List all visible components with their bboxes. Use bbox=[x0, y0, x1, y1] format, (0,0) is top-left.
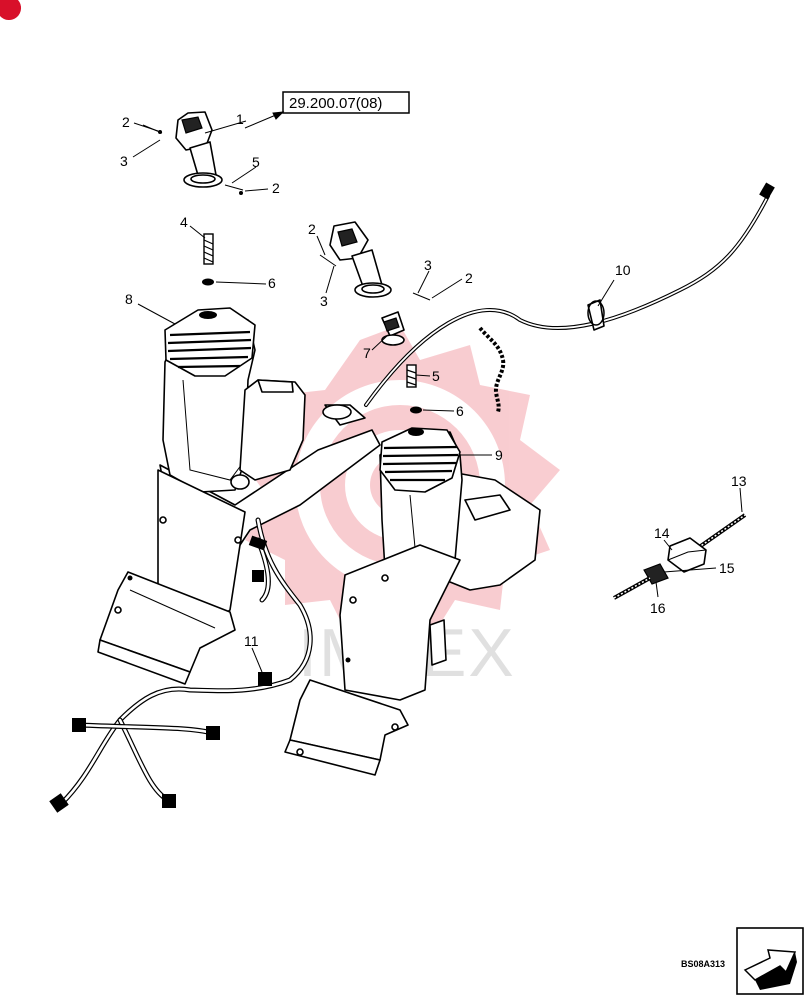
callout-3a: 3 bbox=[120, 153, 128, 169]
console-right bbox=[284, 427, 541, 776]
next-page-arrow-icon[interactable] bbox=[736, 927, 804, 995]
joystick-grip-left bbox=[175, 111, 223, 188]
reference-box bbox=[282, 91, 410, 114]
callout-11: 11 bbox=[244, 633, 259, 649]
callout-numbers: 1 2 3 5 2 4 6 8 2 3 3 2 10 7 5 6 9 11 13… bbox=[120, 111, 747, 649]
callout-14: 14 bbox=[654, 525, 670, 541]
callout-5a: 5 bbox=[252, 154, 260, 170]
spring-rod-left bbox=[203, 233, 214, 265]
block-14 bbox=[667, 537, 707, 573]
callout-5b: 5 bbox=[432, 368, 440, 384]
callout-3b: 3 bbox=[320, 293, 328, 309]
callout-6b: 6 bbox=[456, 403, 464, 419]
callout-6a: 6 bbox=[268, 275, 276, 291]
spring-right bbox=[406, 364, 417, 388]
callout-1: 1 bbox=[236, 111, 244, 127]
callout-9: 9 bbox=[495, 447, 503, 463]
callout-2b: 2 bbox=[272, 180, 280, 196]
screw-upper-right bbox=[224, 184, 244, 195]
callout-4: 4 bbox=[180, 214, 188, 230]
spring-16 bbox=[613, 576, 651, 600]
screw-right-a bbox=[319, 254, 337, 267]
cable-assembly bbox=[364, 182, 775, 407]
callout-8: 8 bbox=[125, 291, 133, 307]
callout-10: 10 bbox=[615, 262, 631, 278]
callout-13: 13 bbox=[731, 473, 747, 489]
washer-right bbox=[410, 406, 422, 414]
screw-right-b bbox=[412, 292, 431, 301]
corner-mark-icon bbox=[0, 0, 22, 21]
callout-2c: 2 bbox=[308, 221, 316, 237]
console-left bbox=[97, 307, 381, 685]
reference-box-label: 29.200.07(08) bbox=[289, 95, 382, 112]
cable-segment-wavy bbox=[478, 326, 506, 413]
leader-lines bbox=[132, 111, 743, 673]
washer-left bbox=[202, 278, 214, 286]
drawing-code: BS08A313 bbox=[681, 959, 725, 969]
screw-13 bbox=[693, 513, 747, 552]
wiring-harness bbox=[49, 517, 313, 813]
callout-3c: 3 bbox=[424, 257, 432, 273]
callout-2d: 2 bbox=[465, 270, 473, 286]
callout-2a: 2 bbox=[122, 114, 130, 130]
callout-7: 7 bbox=[363, 345, 371, 361]
adapter-right bbox=[381, 311, 405, 346]
joystick-grip-right bbox=[329, 221, 392, 298]
callout-16: 16 bbox=[650, 600, 666, 616]
callout-15: 15 bbox=[719, 560, 735, 576]
